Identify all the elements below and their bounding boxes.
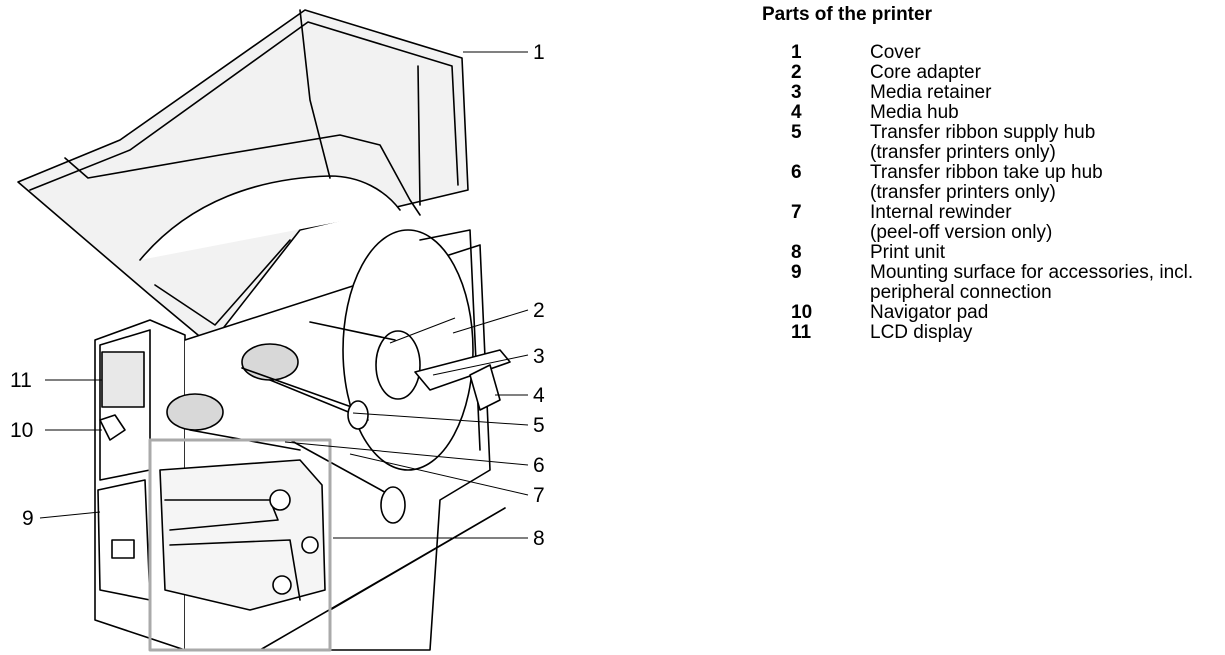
legend-item-description: Core adapter [870, 63, 1222, 83]
printer-drawing: 1 2 3 4 5 6 7 8 9 10 11 [10, 9, 545, 652]
navigator-pad [99, 414, 126, 441]
legend-list: 1 Cover 2 Core adapter 3 Media retainer 4 Media… [762, 43, 1222, 343]
legend-item-description: LCD display [870, 323, 1222, 343]
legend-item-number: 10 [791, 302, 813, 323]
legend-title: Parts of the printer [762, 4, 932, 25]
legend-item-line: Cover [870, 42, 921, 63]
peripheral-connector [111, 539, 135, 559]
legend-item-line: Core adapter [870, 62, 981, 83]
legend-item-number: 9 [791, 262, 802, 283]
legend-item-line: Media hub [870, 102, 959, 123]
legend-item-description: Mounting surface for accessories, incl.p… [870, 263, 1222, 303]
legend-item-line: Print unit [870, 242, 945, 263]
legend-item-number: 8 [791, 242, 802, 263]
callout-3: 3 [533, 345, 545, 368]
legend-item: 11 LCD display [762, 323, 1222, 343]
legend-item: 3 Media retainer [762, 83, 1222, 103]
printer-illustration: 1 2 3 4 5 6 7 8 9 10 11 [10, 9, 545, 652]
legend-item-line: Media retainer [870, 82, 992, 103]
legend-item-description: Internal rewinder(peel-off version only) [870, 203, 1222, 243]
legend-item-line: Transfer ribbon supply hub [870, 122, 1096, 143]
legend-item-description: Cover [870, 43, 1222, 63]
legend-item-description: Media hub [870, 103, 1222, 123]
legend-item-number: 2 [791, 62, 802, 83]
callout-11: 11 [10, 369, 32, 392]
legend-item-line: (transfer printers only) [870, 182, 1056, 203]
legend-item: 1 Cover [762, 43, 1222, 63]
legend-item: 5 Transfer ribbon supply hub(transfer pri… [762, 123, 1222, 163]
callout-1: 1 [533, 41, 545, 64]
legend-item: 6 Transfer ribbon take up hub(transfer pr… [762, 163, 1222, 203]
legend-item: 8 Print unit [762, 243, 1222, 263]
ribbon-supply-hub [241, 343, 369, 430]
legend-item-number: 4 [791, 102, 802, 123]
cover-part [17, 9, 469, 346]
legend-item-line: (peel-off version only) [870, 222, 1053, 243]
legend-item-description: Navigator pad [870, 303, 1222, 323]
legend-item: 7 Internal rewinder(peel-off version only… [762, 203, 1222, 243]
legend-item-line: (transfer printers only) [870, 142, 1056, 163]
callout-10: 10 [10, 419, 33, 442]
legend-item-line: Transfer ribbon take up hub [870, 162, 1103, 183]
lcd-display [101, 351, 145, 408]
legend-item-number: 6 [791, 162, 802, 183]
legend-item: 10 Navigator pad [762, 303, 1222, 323]
legend-item-line: Internal rewinder [870, 202, 1012, 223]
callout-7: 7 [533, 484, 545, 507]
callout-8: 8 [533, 527, 545, 550]
legend-item: 2 Core adapter [762, 63, 1222, 83]
media-hub-assembly [309, 321, 511, 411]
legend-item-number: 3 [791, 82, 802, 103]
legend-item-number: 5 [791, 122, 802, 143]
legend-item-number: 11 [791, 322, 812, 343]
legend-item-description: Transfer ribbon supply hub(transfer prin… [870, 123, 1222, 163]
callout-9: 9 [22, 507, 34, 530]
ribbon-takeup-hub [166, 393, 406, 524]
legend-item-line: Mounting surface for accessories, incl. [870, 262, 1194, 283]
callout-leaders [39, 51, 529, 539]
callout-2: 2 [533, 299, 545, 322]
legend-item: 9 Mounting surface for accessories, incl.… [762, 263, 1222, 303]
print-unit [148, 438, 332, 652]
legend-item-description: Print unit [870, 243, 1222, 263]
legend-item-line: peripheral connection [870, 282, 1052, 303]
parts-legend: Parts of the printer 1 Cover 2 Core adapter… [762, 4, 1222, 343]
legend-item: 4 Media hub [762, 103, 1222, 123]
legend-item-line: LCD display [870, 322, 973, 343]
legend-item-description: Media retainer [870, 83, 1222, 103]
legend-item-number: 1 [791, 42, 802, 63]
callout-6: 6 [533, 454, 545, 477]
legend-item-description: Transfer ribbon take up hub(transfer pri… [870, 163, 1222, 203]
legend-item-number: 7 [791, 202, 802, 223]
callout-5: 5 [533, 414, 545, 437]
legend-item-line: Navigator pad [870, 302, 989, 323]
callout-4: 4 [533, 384, 545, 407]
